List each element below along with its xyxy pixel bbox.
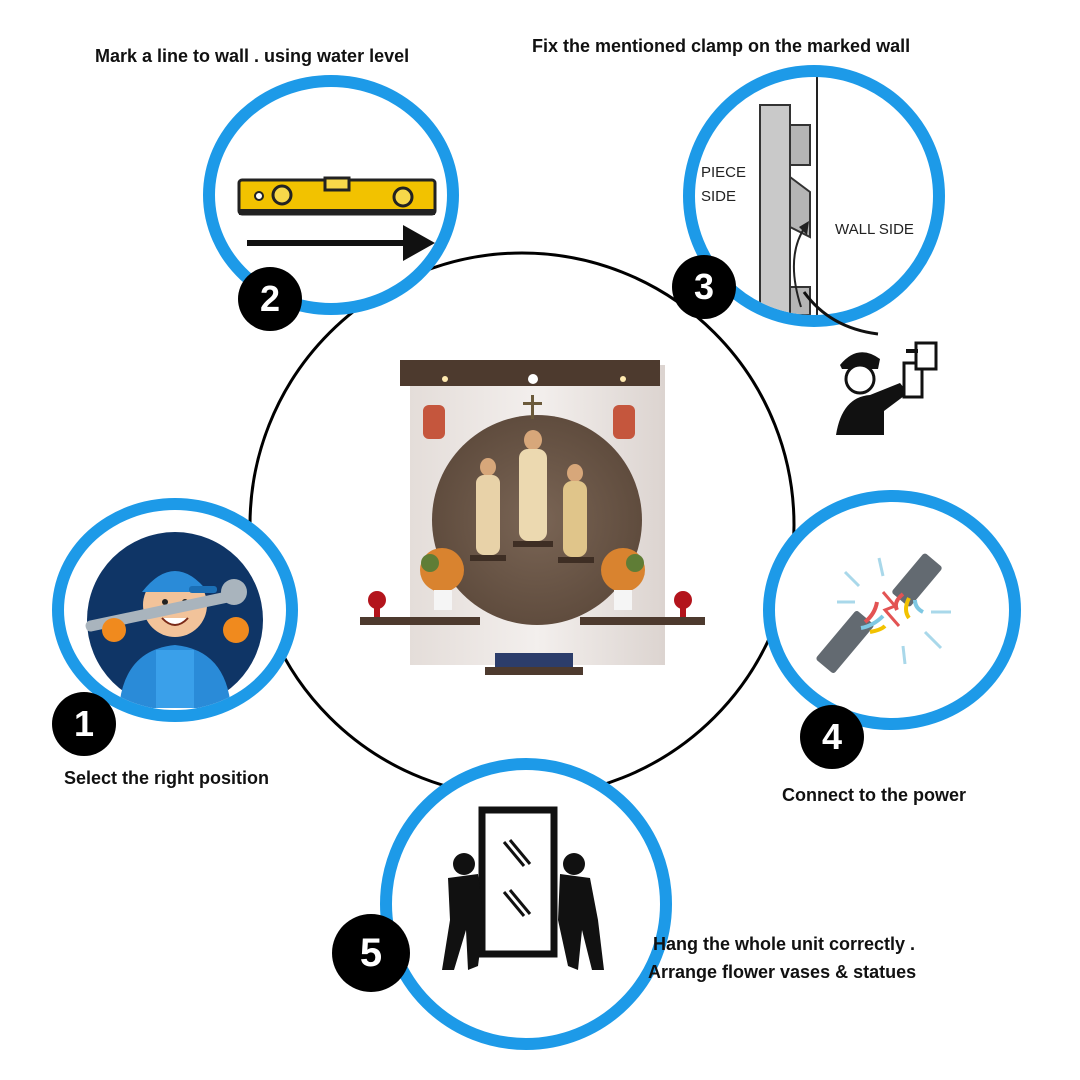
piece-side-label-1: PIECE (701, 164, 746, 181)
worker-drilling-icon (836, 341, 938, 435)
cable-connection-icon (816, 553, 951, 674)
step-5-circle (380, 758, 672, 1050)
step-2-circle (203, 75, 459, 315)
two-people-carrying-panel-icon (442, 806, 604, 970)
step-3-caption: Fix the mentioned clamp on the marked wa… (532, 36, 911, 56)
step-1-caption: Select the right position (64, 768, 270, 788)
center-altar-photo (355, 355, 705, 685)
step-4-caption: Connect to the power (782, 785, 966, 805)
clamp-callout-arrow (802, 291, 879, 336)
plumber-mascot-icon (85, 532, 263, 708)
step-5-caption-line2: Arrange flower vases & statues (648, 962, 917, 982)
piece-side-label-2: SIDE (701, 188, 736, 205)
step-4-circle (763, 490, 1021, 730)
step-5-badge: 5 (332, 914, 410, 992)
spirit-level-icon (237, 176, 437, 261)
wall-side-label: WALL SIDE (835, 221, 914, 238)
step-4-badge: 4 (800, 705, 864, 769)
step-2-caption: Mark a line to wall . using water level (95, 46, 410, 66)
step-2-badge: 2 (238, 267, 302, 331)
step-1-badge: 1 (52, 692, 116, 756)
step-3-badge: 3 (672, 255, 736, 319)
step-1-circle (52, 498, 298, 722)
step-5-caption-line1: Hang the whole unit correctly . (653, 934, 916, 954)
